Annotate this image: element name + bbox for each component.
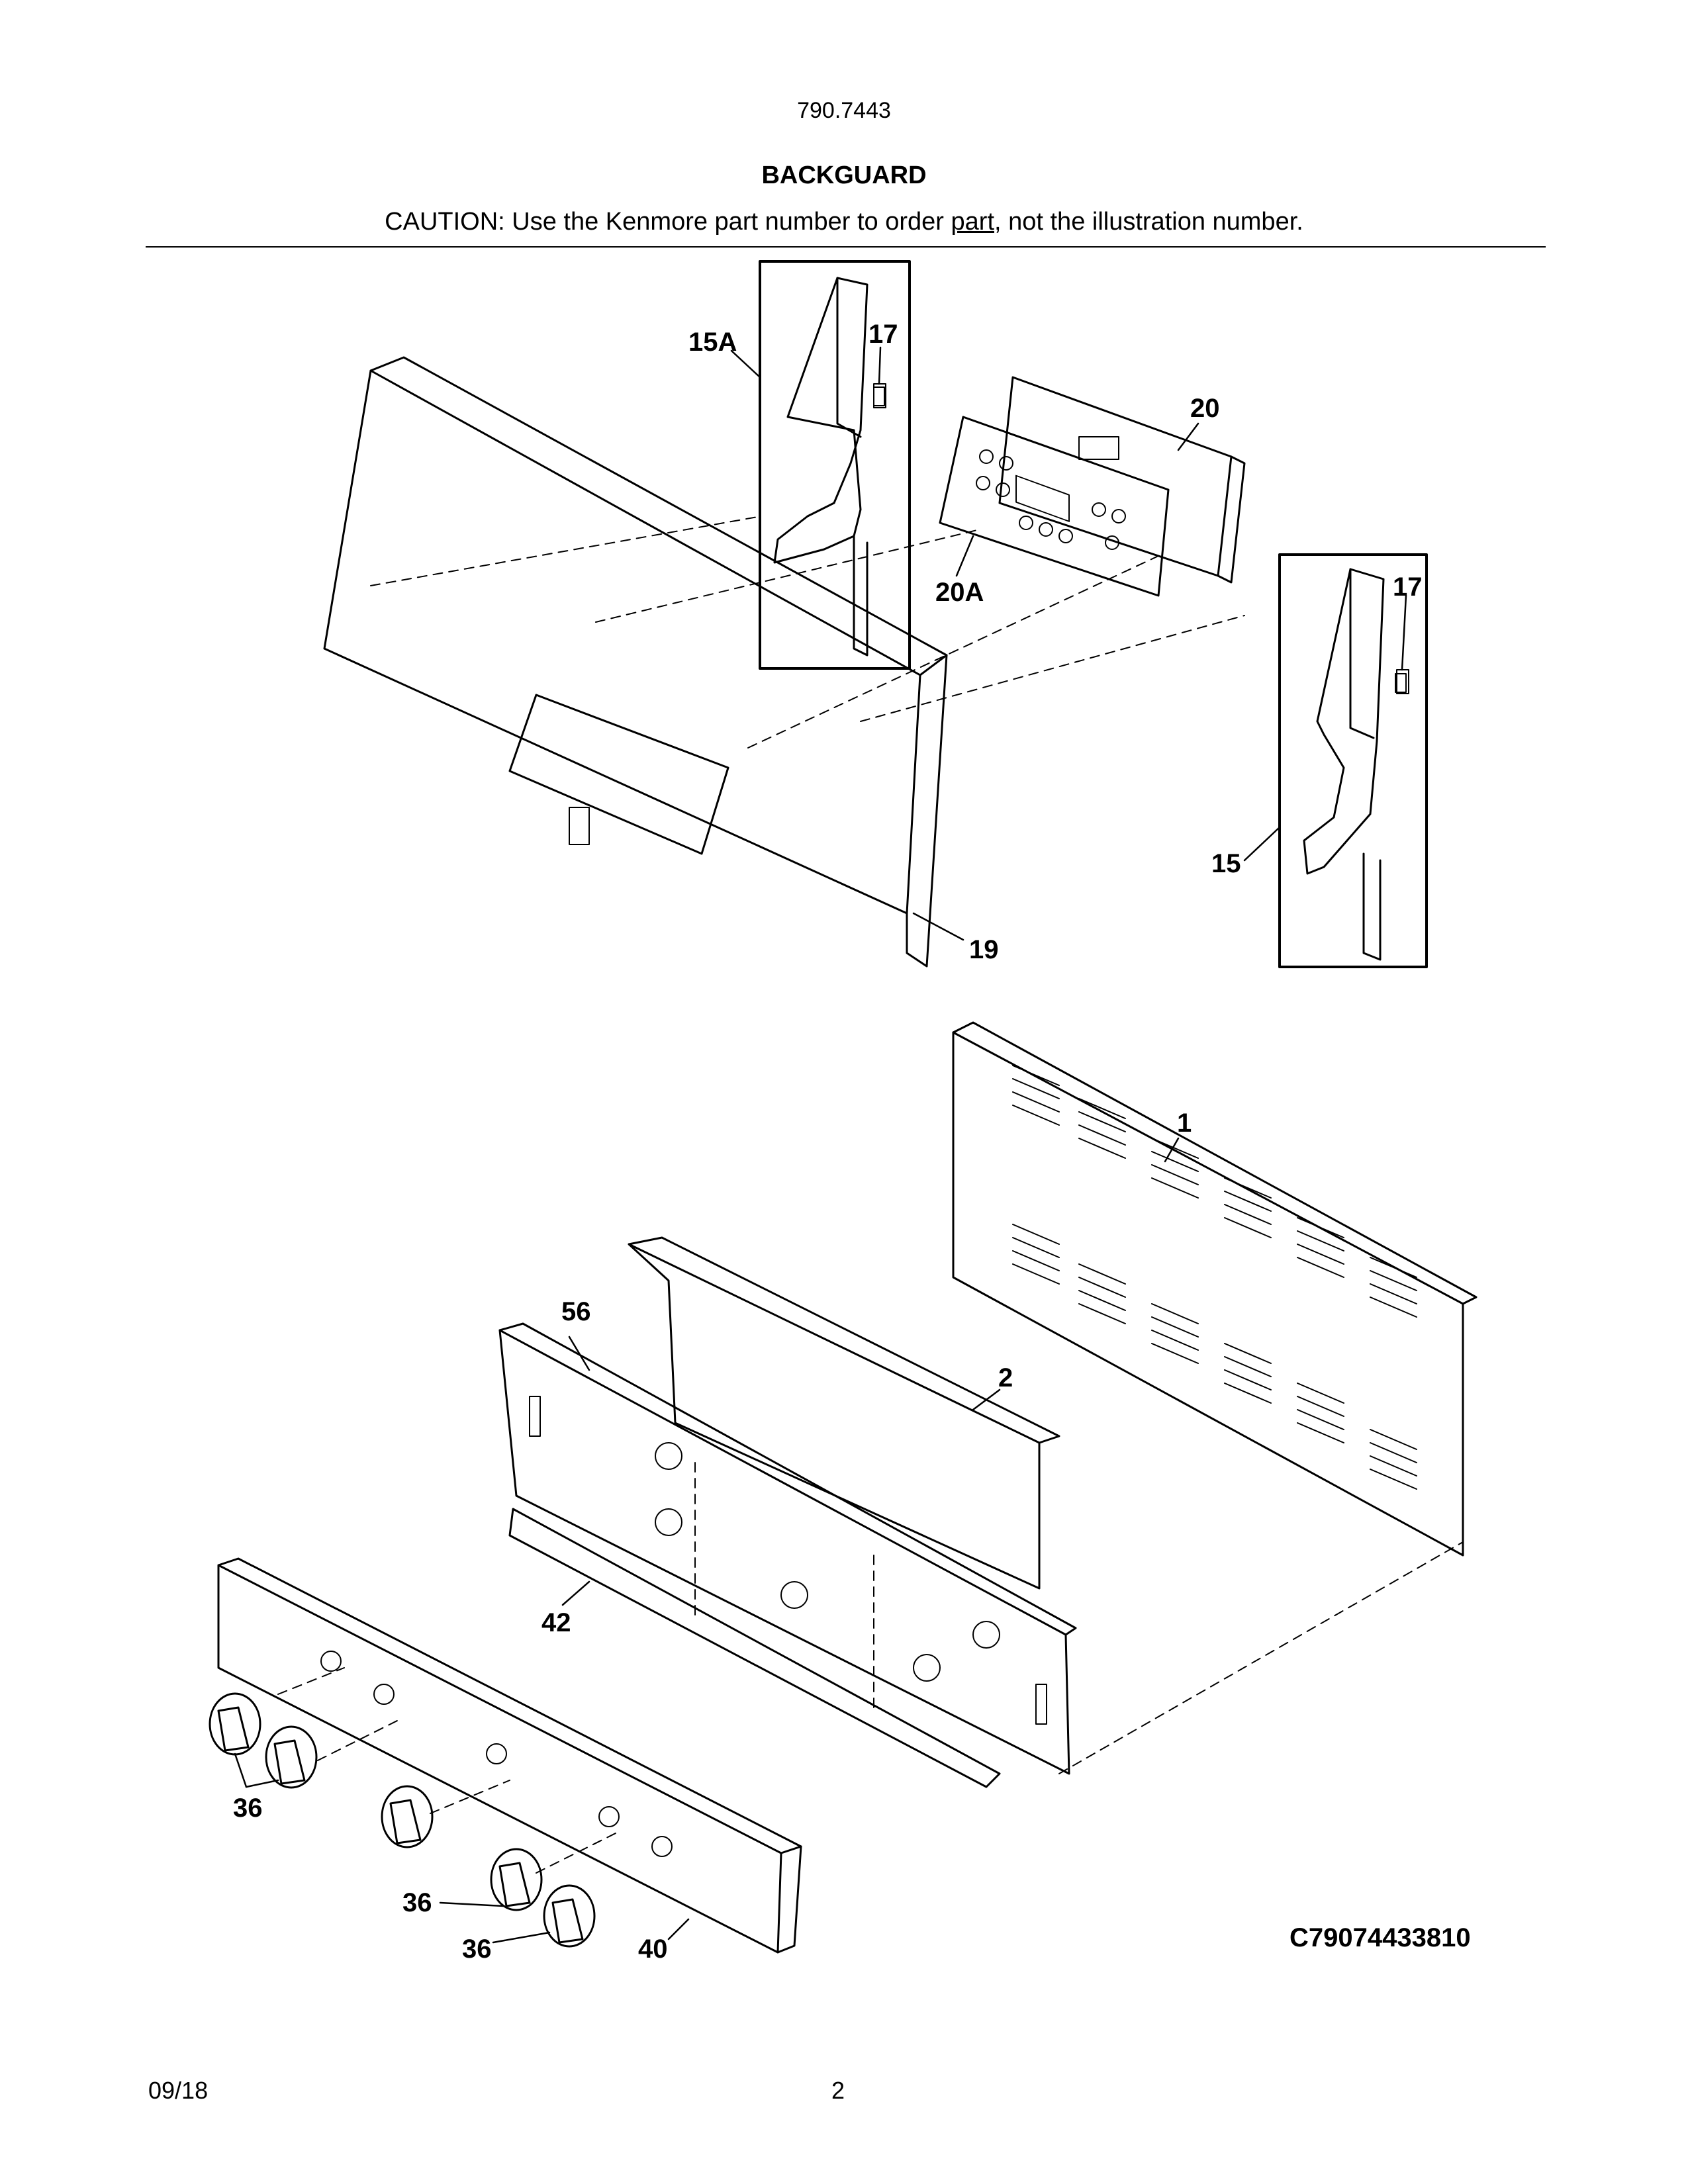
caution-prefix: CAUTION: Use the Kenmore part number to … (385, 208, 951, 236)
caution-note: CAUTION: Use the Kenmore part number to … (0, 208, 1688, 236)
callout-15: 15 (1211, 849, 1241, 878)
callout-17-right: 17 (1393, 572, 1423, 602)
knob (265, 1725, 318, 1789)
callout-20a: 20A (935, 578, 984, 607)
callout-19: 19 (969, 935, 999, 964)
callout-56: 56 (561, 1297, 591, 1326)
callout-20: 20 (1190, 394, 1220, 423)
callout-40: 40 (638, 1934, 668, 1964)
bracket-15-inset (1278, 553, 1428, 968)
overlay-20a (939, 416, 1170, 597)
header-divider (146, 246, 1546, 248)
console-panel-19 (323, 356, 948, 968)
callout-36-a: 36 (233, 1794, 263, 1823)
leader-lines (234, 346, 1407, 1944)
knob (543, 1884, 596, 1948)
callout-36-c: 36 (462, 1934, 492, 1964)
callout-36-b: 36 (402, 1888, 432, 1917)
page-number: 2 (831, 2077, 845, 2104)
diagram-code: C79074433810 (1289, 1923, 1471, 1952)
rear-panel-1 (952, 1021, 1477, 1557)
control-panel-40 (217, 1557, 802, 1954)
rear-shield-2 (628, 1236, 1060, 1590)
manifold-panel-56 (498, 1322, 1077, 1775)
knob (209, 1692, 261, 1756)
model-number: 790.7443 (797, 98, 891, 123)
rear-panel-vents (1012, 1065, 1417, 1490)
trim-42 (508, 1508, 1001, 1788)
caution-suffix: , not the illustration number. (994, 208, 1303, 236)
revision-date: 09/18 (148, 2077, 209, 2104)
knobs-36 (209, 1692, 596, 1948)
control-board-20 (998, 376, 1246, 584)
page-title: BACKGUARD (761, 161, 927, 189)
knob (381, 1785, 434, 1848)
knob (490, 1848, 543, 1911)
callout-42: 42 (541, 1608, 571, 1637)
callout-15a: 15A (688, 328, 737, 357)
callout-17-left: 17 (868, 320, 898, 349)
callout-1: 1 (1177, 1109, 1192, 1138)
callout-2: 2 (998, 1363, 1013, 1392)
caution-underlined-word: part (951, 208, 994, 236)
clip-17 (873, 383, 1409, 694)
assembly-guide-lines (277, 516, 1464, 1874)
